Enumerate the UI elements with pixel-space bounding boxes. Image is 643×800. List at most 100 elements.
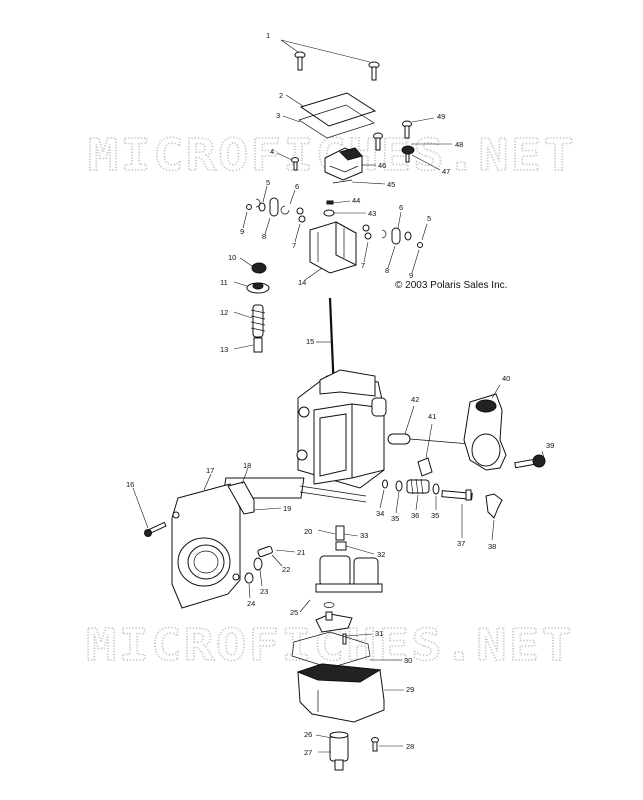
callout-6a: 6 [295,182,299,191]
callout-29: 29 [406,685,414,694]
cover-plate-2 [299,92,377,127]
washer-23 [253,557,263,571]
float-21 [315,555,383,593]
callout-5b: 5 [427,214,431,223]
screw-49 [402,120,412,139]
callout-22: 22 [282,565,290,574]
callout-24: 24 [247,599,255,608]
callout-20: 20 [304,527,312,536]
callout-1: 1 [266,31,270,40]
carburetor-body [222,369,387,503]
callout-39: 39 [546,441,554,450]
callout-13: 13 [220,345,228,354]
callout-25: 25 [290,608,298,617]
callout-7a: 7 [292,241,296,250]
callout-36: 36 [411,511,419,520]
link-45 [332,179,353,184]
callout-40: 40 [502,374,510,383]
callout-44: 44 [352,196,360,205]
callout-labels: 1 2 3 4 5 5 6 6 7 7 8 8 9 9 10 11 12 13 … [126,31,554,757]
throttle-housing-40 [463,393,507,471]
callout-15: 15 [306,337,314,346]
callout-41: 41 [428,412,436,421]
callout-21: 21 [297,548,305,557]
callout-3: 3 [276,111,280,120]
callout-6b: 6 [399,203,403,212]
drain-27 [329,731,349,771]
screw-1-right [368,61,380,81]
callout-5a: 5 [266,178,270,187]
callout-37: 37 [457,539,465,548]
jet-32 [335,541,347,551]
gasket-18 [227,481,255,515]
callout-43: 43 [368,209,376,218]
callout-31: 31 [375,629,383,638]
screw-28 [371,737,379,752]
washer-11 [246,282,270,294]
valve-seat-25 [315,611,353,633]
washer-34 [382,479,388,489]
copyright-notice: © 2003 Polaris Sales Inc. [395,280,507,291]
idle-screw-37 [441,489,473,501]
callout-17: 17 [206,466,214,475]
callout-8b: 8 [385,266,389,275]
intake-adapter-17 [171,483,241,609]
callout-30: 30 [404,656,412,665]
spring-22 [257,545,273,558]
callout-28: 28 [406,742,414,751]
callout-38: 38 [488,542,496,551]
left-link-parts [246,197,306,223]
spring-36 [406,478,430,495]
callout-46: 46 [378,161,386,170]
plug-41 [417,457,433,477]
jet-13 [253,337,263,353]
screw-48 [373,132,383,151]
callout-47: 47 [442,167,450,176]
clip-44 [326,200,334,205]
callout-33: 33 [360,531,368,540]
nut-10 [251,262,267,274]
callout-12: 12 [220,308,228,317]
callout-9b: 9 [409,271,413,280]
washer-43 [323,209,335,217]
callout-9a: 9 [240,227,244,236]
o-ring-24 [244,572,254,584]
callout-14: 14 [298,278,306,287]
callout-27: 27 [304,748,312,757]
callout-10: 10 [228,253,236,262]
screw-1-left [294,51,306,71]
callout-16: 16 [126,480,134,489]
gasket-3 [298,104,375,139]
callout-34: 34 [376,509,384,518]
callout-26: 26 [304,730,312,739]
gasket-30 [291,631,371,669]
callout-35a: 35 [391,514,399,523]
pin-42 [387,433,411,445]
callout-11: 11 [220,278,228,287]
right-link-parts [362,224,423,248]
callout-49: 49 [437,112,445,121]
callout-48: 48 [455,140,463,149]
callout-2: 2 [279,91,283,100]
screw-39 [514,454,546,469]
spring-12 [250,304,266,338]
callout-8a: 8 [262,232,266,241]
o-ring-25 [323,602,335,608]
screw-31 [342,633,347,645]
knob-38 [485,493,503,519]
callout-4: 4 [270,147,274,156]
callout-7b: 7 [361,261,365,270]
screw-16 [144,521,167,537]
callout-18: 18 [243,461,251,470]
callout-35b: 35 [431,511,439,520]
throttle-cap-46 [324,147,363,181]
callout-23: 23 [260,587,268,596]
float-bowl-29 [296,663,385,723]
jet-33 [335,525,345,541]
callout-45: 45 [387,180,395,189]
o-ring-35-left [395,480,403,492]
callout-42: 42 [411,395,419,404]
callout-19: 19 [283,504,291,513]
throttle-slide-14 [309,221,357,274]
